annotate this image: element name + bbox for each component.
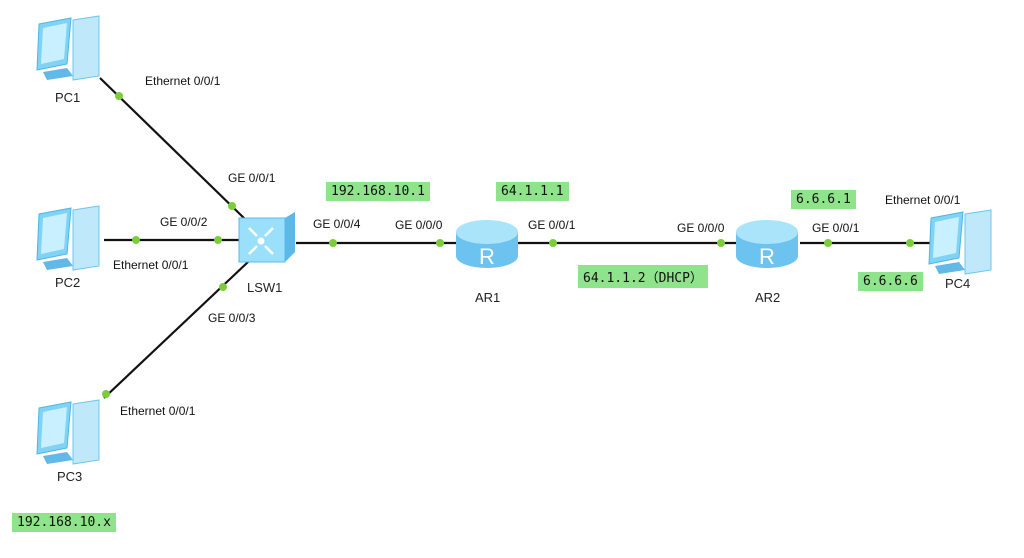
link-pc3-lsw1[interactable] bbox=[103, 261, 249, 399]
port-label: Ethernet 0/0/1 bbox=[885, 193, 961, 207]
port-dot bbox=[549, 239, 557, 247]
port-dot bbox=[132, 236, 140, 244]
ip-tag-ar2-wan: 64.1.1.2（DHCP） bbox=[578, 265, 708, 288]
ip-tag-ar2-lan: 6.6.6.1 bbox=[791, 190, 856, 209]
port-label: Ethernet 0/0/1 bbox=[120, 404, 196, 418]
svg-text:R: R bbox=[479, 244, 495, 269]
port-label: GE 0/0/0 bbox=[677, 221, 725, 235]
pc4-icon[interactable] bbox=[925, 208, 997, 276]
ip-tag-ar1-wan: 64.1.1.1 bbox=[496, 182, 569, 201]
ar2-name: AR2 bbox=[755, 290, 781, 305]
pc3-name: PC3 bbox=[57, 469, 83, 484]
port-dot bbox=[436, 239, 444, 247]
port-label: GE 0/0/1 bbox=[812, 221, 860, 235]
port-dot bbox=[906, 239, 914, 247]
svg-text:R: R bbox=[759, 244, 775, 269]
port-label: GE 0/0/0 bbox=[395, 218, 443, 232]
port-dot bbox=[824, 239, 832, 247]
port-dot bbox=[219, 283, 227, 291]
switch-icon[interactable] bbox=[237, 212, 299, 264]
ip-tag-pcs-lan: 192.168.10.x bbox=[12, 513, 116, 532]
pc4-name: PC4 bbox=[945, 276, 971, 291]
pc2-name: PC2 bbox=[55, 275, 81, 290]
port-label: GE 0/0/3 bbox=[208, 311, 256, 325]
pc1-icon[interactable] bbox=[33, 14, 105, 82]
pc3-icon[interactable] bbox=[33, 398, 105, 466]
port-label: GE 0/0/1 bbox=[228, 171, 276, 185]
ar1-name: AR1 bbox=[475, 290, 501, 305]
port-dot bbox=[102, 390, 110, 398]
router-icon[interactable]: R bbox=[734, 218, 800, 270]
port-dot bbox=[214, 236, 222, 244]
port-label: Ethernet 0/0/1 bbox=[113, 258, 189, 272]
port-label: GE 0/0/4 bbox=[313, 217, 361, 231]
ip-tag-ar1-lan: 192.168.10.1 bbox=[326, 182, 430, 201]
pc2-icon[interactable] bbox=[33, 204, 105, 272]
pc1-name: PC1 bbox=[55, 90, 81, 105]
lsw1-name: LSW1 bbox=[247, 280, 283, 295]
port-label: Ethernet 0/0/1 bbox=[145, 74, 221, 88]
port-dot bbox=[228, 202, 236, 210]
router-icon[interactable]: R bbox=[454, 218, 520, 270]
ip-tag-pc4: 6.6.6.6 bbox=[858, 272, 923, 291]
port-label: GE 0/0/2 bbox=[160, 215, 208, 229]
port-dot bbox=[329, 239, 337, 247]
port-label: GE 0/0/1 bbox=[528, 218, 576, 232]
port-dot bbox=[717, 239, 725, 247]
link-pc1-lsw1[interactable] bbox=[99, 77, 247, 221]
port-dot bbox=[115, 92, 123, 100]
